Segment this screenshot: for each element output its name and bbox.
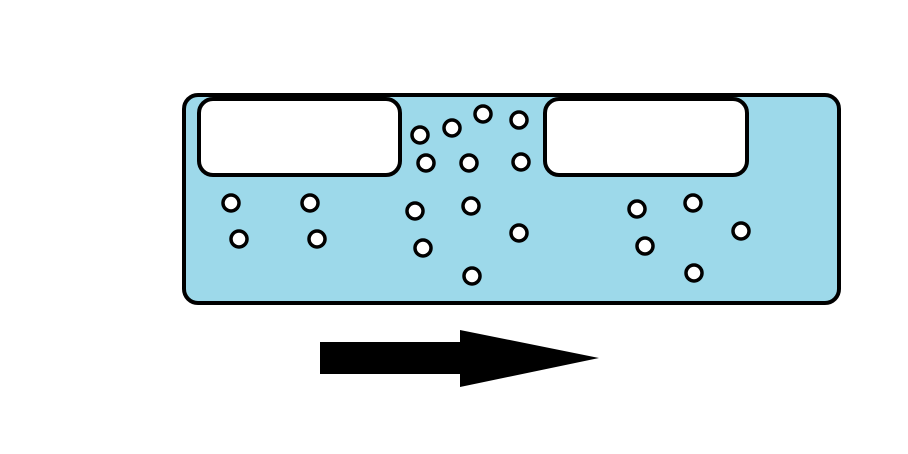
particle xyxy=(627,199,647,219)
particle xyxy=(405,201,425,221)
particle xyxy=(511,152,531,172)
particle xyxy=(416,153,436,173)
particle xyxy=(683,193,703,213)
particle xyxy=(229,229,249,249)
left-window xyxy=(197,97,402,177)
particle xyxy=(442,118,462,138)
particle xyxy=(462,266,482,286)
right-window xyxy=(543,97,749,177)
particle xyxy=(635,236,655,256)
particle xyxy=(731,221,751,241)
particle xyxy=(300,193,320,213)
particle xyxy=(684,263,704,283)
particle xyxy=(221,193,241,213)
particle xyxy=(307,229,327,249)
particle-group xyxy=(221,104,751,286)
particle xyxy=(410,125,430,145)
particle xyxy=(461,196,481,216)
particle xyxy=(509,223,529,243)
particle xyxy=(459,153,479,173)
direction-arrow-icon xyxy=(320,330,599,387)
particle xyxy=(509,110,529,130)
particle xyxy=(413,238,433,258)
particle xyxy=(473,104,493,124)
